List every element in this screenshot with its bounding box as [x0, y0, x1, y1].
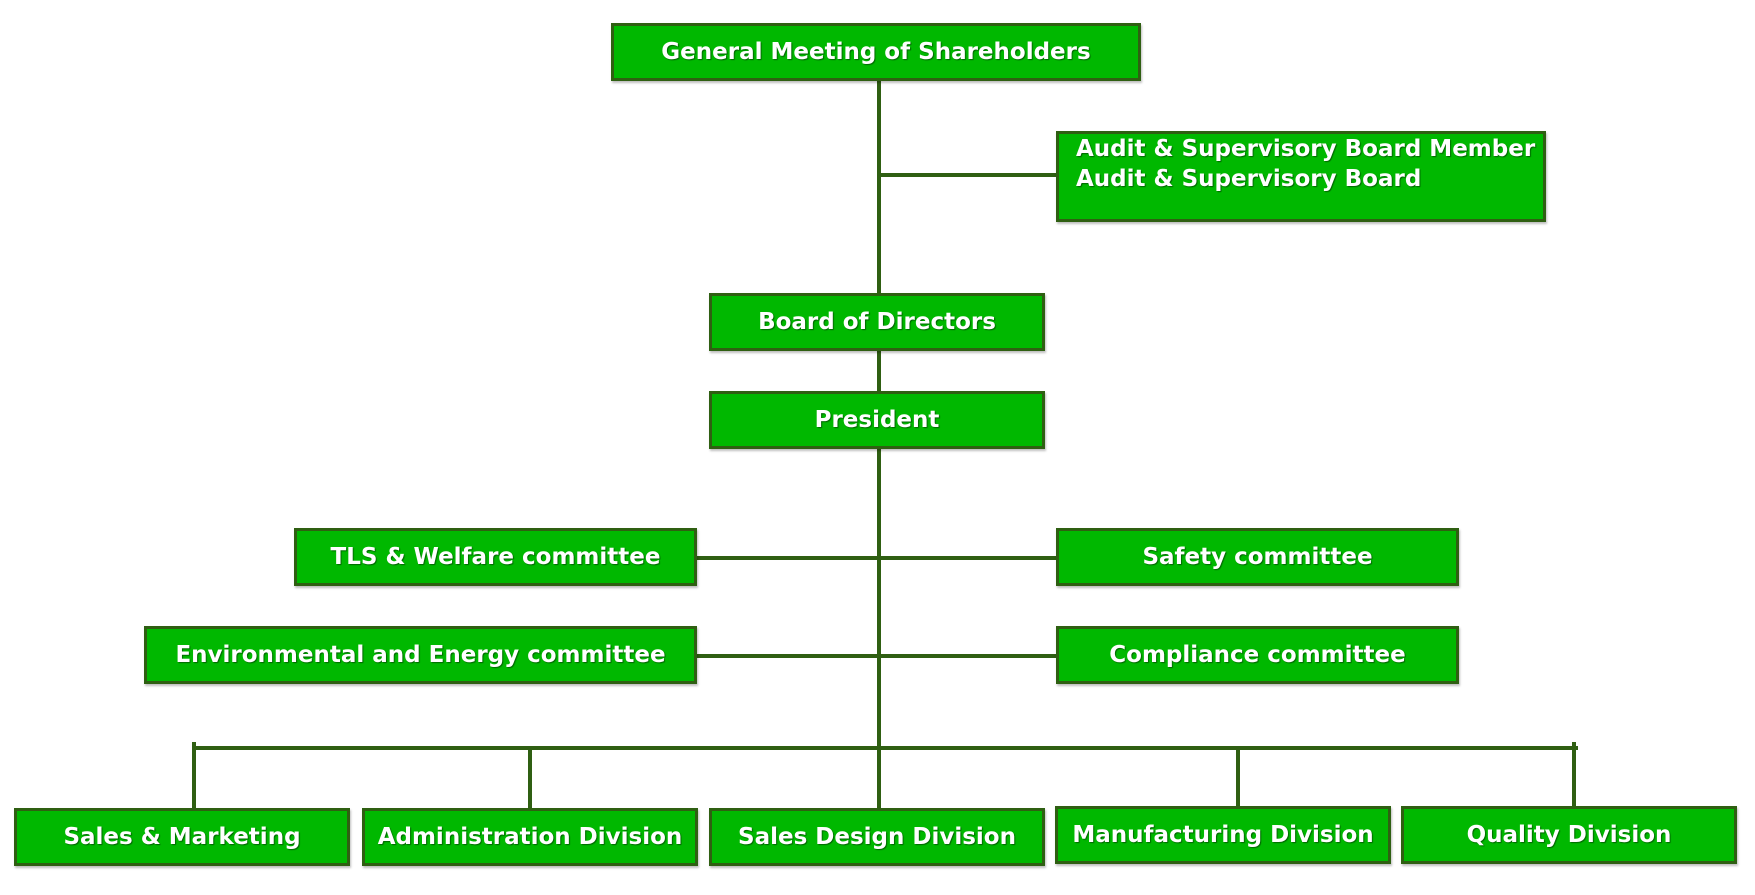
node-board-of-directors: Board of Directors: [709, 293, 1045, 351]
connector-board-president: [877, 350, 881, 395]
connector-env-compliance: [696, 654, 1058, 658]
node-label: Safety committee: [1142, 544, 1373, 570]
node-label: Administration Division: [377, 824, 683, 850]
node-label: Manufacturing Division: [1072, 822, 1374, 848]
connector-administration: [528, 746, 532, 808]
node-label: President: [814, 407, 940, 433]
node-label: TLS & Welfare committee: [330, 544, 661, 570]
connector-main-vertical-bottom: [877, 448, 881, 814]
node-safety-committee: Safety committee: [1056, 528, 1459, 586]
connector-tls-safety: [696, 556, 1058, 560]
node-compliance-committee: Compliance committee: [1056, 626, 1459, 684]
node-sales-marketing: Sales & Marketing: [14, 808, 350, 866]
node-environmental-energy-committee: Environmental and Energy committee: [144, 626, 697, 684]
node-label: Sales & Marketing: [63, 824, 301, 850]
connector-quality: [1572, 742, 1576, 806]
connector-divisions-horizontal: [192, 746, 1578, 750]
node-label: General Meeting of Shareholders: [661, 39, 1091, 65]
node-quality-division: Quality Division: [1401, 806, 1737, 864]
node-label: Environmental and Energy committee: [175, 642, 666, 668]
node-audit-board: Audit & Supervisory Board Member Audit &…: [1056, 131, 1546, 222]
node-sales-design-division: Sales Design Division: [709, 808, 1045, 866]
node-president: President: [709, 391, 1045, 449]
node-label: Compliance committee: [1109, 642, 1406, 668]
node-label-line1: Audit & Supervisory Board Member: [1076, 136, 1536, 162]
node-manufacturing-division: Manufacturing Division: [1055, 806, 1391, 864]
node-shareholders: General Meeting of Shareholders: [611, 23, 1141, 81]
node-label: Quality Division: [1466, 822, 1672, 848]
node-tls-welfare-committee: TLS & Welfare committee: [294, 528, 697, 586]
connector-main-vertical-top: [877, 80, 881, 296]
node-label: Board of Directors: [758, 309, 996, 335]
connector-sales-marketing: [192, 742, 196, 808]
node-administration-division: Administration Division: [362, 808, 698, 866]
connector-audit: [877, 173, 1057, 177]
connector-manufacturing: [1236, 746, 1240, 806]
node-label: Sales Design Division: [738, 824, 1016, 850]
node-label-line2: Audit & Supervisory Board: [1076, 166, 1422, 192]
